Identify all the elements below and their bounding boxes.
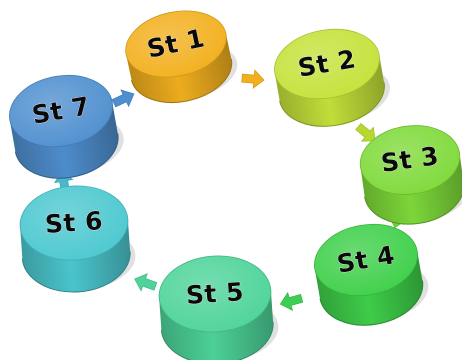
connector-st7-st1-arrow-icon — [111, 89, 135, 108]
step-st5-label: St 5 — [185, 277, 245, 310]
step-st2-disc: St 2 — [274, 28, 390, 127]
connector-st1-st2-arrow-icon — [241, 69, 265, 89]
step-layer: St 1 St 2St 3St 4 St 5 St 6 St 7 — [9, 10, 462, 360]
step-st1-disc: St 1 — [125, 10, 238, 103]
connector-st4-st5-arrow-icon — [279, 291, 304, 311]
step-st6-label: St 6 — [44, 206, 104, 239]
connector-st2-st3-arrow-icon — [355, 122, 376, 142]
step-st4-disc: St 4 — [314, 223, 429, 326]
step-st6-disc: St 6 — [19, 185, 136, 293]
connector-st5-st6-arrow-icon — [134, 273, 158, 292]
step-st7-disc: St 7 — [9, 74, 124, 179]
step-st3-disc: St 3 — [359, 125, 462, 225]
step-st5-disc: St 5 — [158, 255, 279, 360]
